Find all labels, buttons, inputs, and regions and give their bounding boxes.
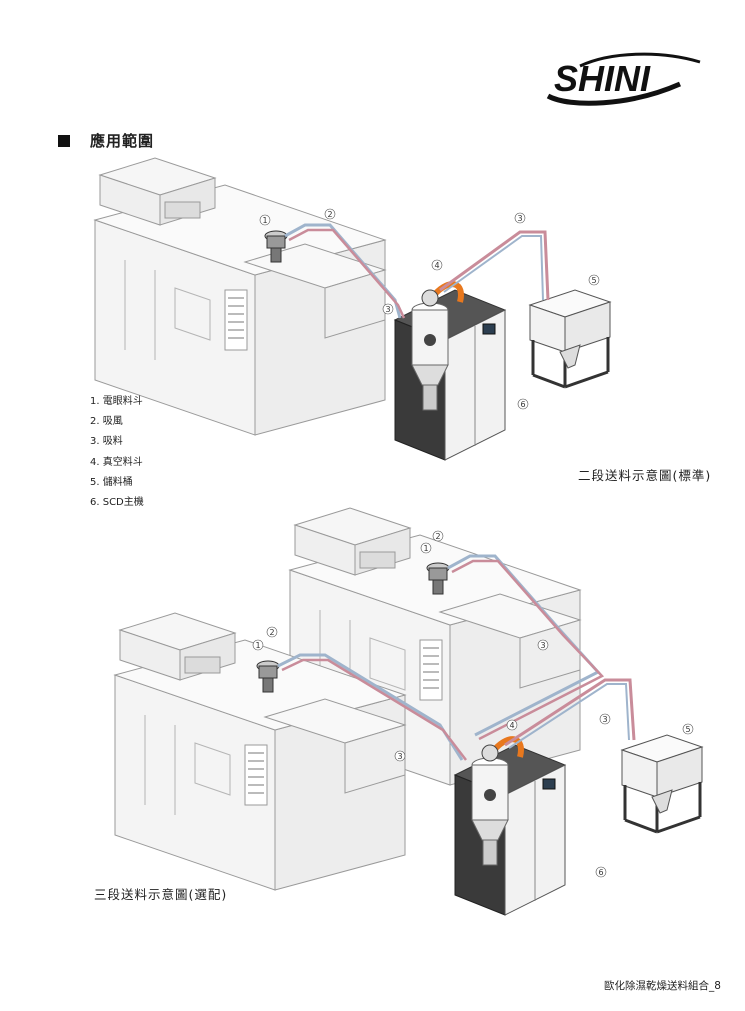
bottom-diagram: 1 2 1 2 3 3 3 4 5 6: [114, 507, 704, 915]
svg-text:5: 5: [592, 276, 597, 285]
section-title: 應用範圍: [90, 132, 155, 150]
legend-item: 5. 儲料桶: [90, 476, 133, 488]
component-legend: 1. 電眼料斗 2. 吸風 3. 吸料 4. 真空料斗 5. 儲料桶 6. SC…: [90, 392, 144, 513]
svg-text:6: 6: [521, 400, 526, 409]
svg-text:6: 6: [599, 868, 604, 877]
svg-text:1: 1: [263, 216, 268, 225]
heading-square-bullet: [58, 134, 70, 147]
legend-item: 2. 吸風: [90, 416, 123, 428]
svg-text:3: 3: [518, 214, 523, 223]
svg-text:4: 4: [510, 721, 515, 730]
top-diagram: 1 2 3 3 4 5 6: [94, 157, 612, 460]
legend-item: 4. 真空料斗: [90, 456, 143, 468]
legend-item: 6. SCD主機: [90, 497, 144, 509]
svg-text:3: 3: [603, 715, 608, 724]
svg-text:3: 3: [386, 305, 391, 314]
svg-text:2: 2: [436, 532, 441, 541]
svg-text:3: 3: [541, 641, 546, 650]
svg-text:1: 1: [424, 544, 429, 553]
page-footer: 歐化除濕乾燥送料組合_8: [604, 980, 721, 992]
legend-item: 1. 電眼料斗: [90, 396, 143, 407]
svg-text:1: 1: [256, 641, 261, 650]
svg-text:3: 3: [398, 752, 403, 761]
svg-text:2: 2: [270, 628, 275, 637]
caption-two-stage: 二段送料示意圖(標準): [578, 468, 712, 483]
logo-wordmark: SHINI: [554, 58, 651, 99]
svg-text:5: 5: [686, 725, 691, 734]
svg-text:4: 4: [435, 261, 440, 270]
shini-logo: SHINI: [540, 44, 710, 114]
svg-text:2: 2: [328, 210, 333, 219]
caption-three-stage: 三段送料示意圖(選配): [94, 887, 228, 902]
section-heading: 應用範圍: [58, 130, 154, 151]
legend-item: 3. 吸料: [90, 436, 123, 448]
